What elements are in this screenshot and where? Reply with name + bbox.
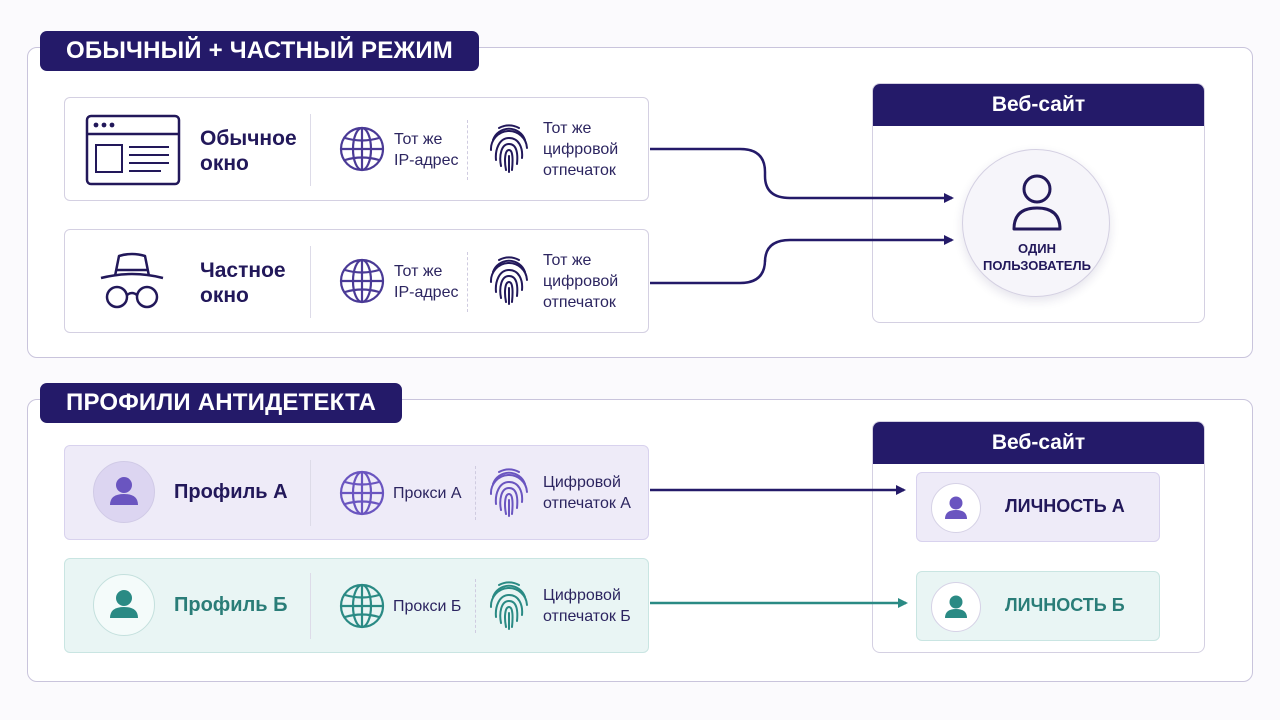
identity-avatar bbox=[931, 582, 981, 632]
browser-window-icon bbox=[85, 114, 181, 186]
website-header: Веб-сайт bbox=[873, 84, 1204, 126]
fingerprint-text-line3: отпечаток bbox=[543, 162, 616, 179]
ip-text-line1: Тот же bbox=[394, 263, 443, 280]
fingerprint-icon bbox=[487, 579, 531, 633]
fingerprint-text-line2: цифровой bbox=[543, 273, 619, 290]
fingerprint-text: Цифровой отпечаток А bbox=[543, 472, 631, 514]
section-title: ОБЫЧНЫЙ + ЧАСТНЫЙ РЕЖИМ bbox=[40, 31, 479, 71]
user-icon bbox=[1010, 172, 1064, 232]
row-profile-b: Профиль Б Прокси Б bbox=[64, 558, 649, 653]
ip-text: Тот же IP-адрес bbox=[394, 129, 458, 171]
fingerprint-text-line1: Тот же bbox=[543, 252, 592, 269]
fingerprint-text-line1: Цифровой bbox=[543, 474, 621, 491]
row-label-line1: Обычное bbox=[200, 127, 297, 150]
arrow-private-to-user bbox=[650, 235, 954, 285]
globe-icon bbox=[338, 125, 386, 173]
profile-label: Профиль А bbox=[174, 481, 288, 503]
row-label-line2: окно bbox=[200, 284, 249, 307]
divider bbox=[310, 114, 311, 186]
fingerprint-text-line1: Цифровой bbox=[543, 587, 621, 604]
identity-b: ЛИЧНОСТЬ Б bbox=[916, 571, 1160, 641]
fingerprint-icon bbox=[487, 254, 531, 308]
dashed-divider bbox=[467, 252, 468, 312]
fingerprint-text: Цифровой отпечаток Б bbox=[543, 585, 631, 627]
profile-avatar bbox=[93, 574, 155, 636]
dashed-divider bbox=[475, 579, 476, 633]
row-private-window: Частное окно Тот же IP-адрес bbox=[64, 229, 649, 333]
divider bbox=[310, 246, 311, 318]
profile-label: Профиль Б bbox=[174, 594, 288, 616]
row-profile-a: Профиль А Прокси А bbox=[64, 445, 649, 540]
globe-icon bbox=[338, 582, 386, 630]
ip-text-line1: Тот же bbox=[394, 131, 443, 148]
single-user-circle: ОДИН ПОЛЬЗОВАТЕЛЬ bbox=[962, 149, 1110, 297]
divider bbox=[310, 573, 311, 639]
identity-avatar bbox=[931, 483, 981, 533]
row-label-line2: окно bbox=[200, 152, 249, 175]
fingerprint-text: Тот же цифровой отпечаток bbox=[543, 250, 618, 313]
incognito-icon bbox=[97, 248, 167, 312]
fingerprint-text-line2: отпечаток Б bbox=[543, 608, 631, 625]
dashed-divider bbox=[467, 120, 468, 180]
ip-text: Тот же IP-адрес bbox=[394, 261, 458, 303]
fingerprint-text-line3: отпечаток bbox=[543, 294, 616, 311]
row-label: Обычное окно bbox=[200, 126, 297, 176]
proxy-text: Прокси Б bbox=[393, 598, 462, 615]
divider bbox=[310, 460, 311, 526]
row-label-line1: Частное bbox=[200, 259, 286, 282]
fingerprint-icon bbox=[487, 122, 531, 176]
row-label: Частное окно bbox=[200, 258, 286, 308]
globe-icon bbox=[338, 469, 386, 517]
profile-avatar bbox=[93, 461, 155, 523]
single-user-label: ОДИН ПОЛЬЗОВАТЕЛЬ bbox=[963, 240, 1111, 274]
section-title: ПРОФИЛИ АНТИДЕТЕКТА bbox=[40, 383, 402, 423]
arrow-regular-to-user bbox=[650, 147, 954, 203]
ip-text-line2: IP-адрес bbox=[394, 284, 459, 301]
website-header: Веб-сайт bbox=[873, 422, 1204, 464]
proxy-text: Прокси А bbox=[393, 485, 462, 502]
single-user-label-line1: ОДИН bbox=[1018, 241, 1056, 256]
identity-a: ЛИЧНОСТЬ А bbox=[916, 472, 1160, 542]
fingerprint-text-line1: Тот же bbox=[543, 120, 592, 137]
fingerprint-text-line2: отпечаток А bbox=[543, 495, 631, 512]
fingerprint-text: Тот же цифровой отпечаток bbox=[543, 118, 618, 181]
identity-label: ЛИЧНОСТЬ А bbox=[1005, 496, 1125, 516]
fingerprint-text-line2: цифровой bbox=[543, 141, 619, 158]
identity-label: ЛИЧНОСТЬ Б bbox=[1005, 595, 1125, 615]
dashed-divider bbox=[475, 466, 476, 520]
globe-icon bbox=[338, 257, 386, 305]
row-regular-window: Обычное окно Тот же IP-адрес bbox=[64, 97, 649, 201]
ip-text-line2: IP-адрес bbox=[394, 152, 459, 169]
single-user-label-line2: ПОЛЬЗОВАТЕЛЬ bbox=[983, 258, 1091, 273]
fingerprint-icon bbox=[487, 466, 531, 520]
